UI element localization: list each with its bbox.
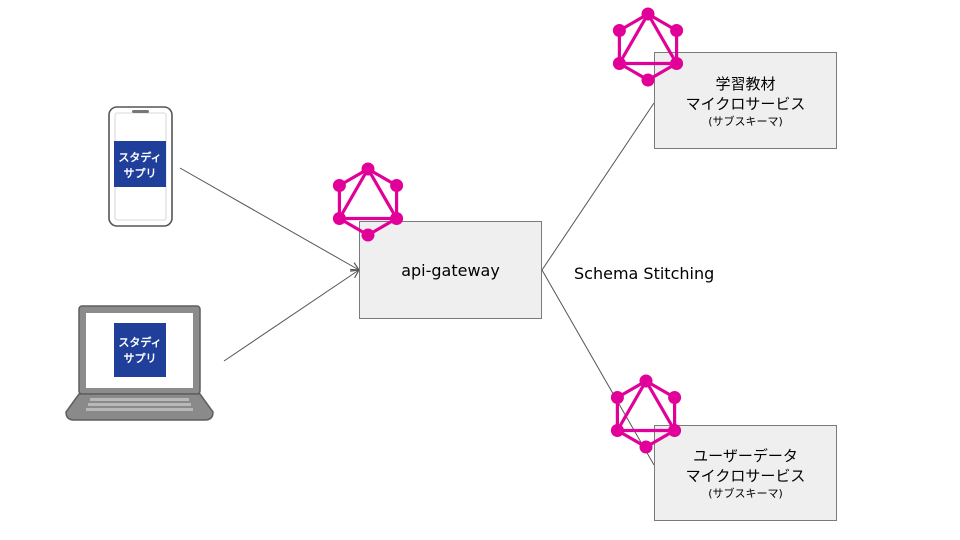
edge-gateway-to-learning (541, 102, 655, 271)
app-logo-line1: スタディ (118, 150, 161, 164)
user-data-service-node: ユーザーデータ マイクロサービス (サブスキーマ) (654, 425, 837, 521)
app-logo-line1: スタディ (118, 335, 161, 349)
learning-service-title: 学習教材 (715, 74, 776, 93)
laptop-icon: スタディ サプリ (65, 305, 214, 421)
schema-stitching-label: Schema Stitching (574, 264, 715, 283)
learning-service-note: (サブスキーマ) (708, 114, 783, 128)
api-gateway-label: api-gateway (401, 260, 500, 280)
app-logo: スタディ サプリ (114, 141, 166, 187)
edge-gateway-to-user (541, 269, 655, 466)
user-service-title: ユーザーデータ (693, 447, 798, 465)
learning-service-subtitle: マイクロサービス (685, 94, 806, 113)
edge-phone-to-gateway (179, 167, 359, 270)
smartphone-icon: スタディ サプリ (108, 106, 173, 227)
app-logo-line2: サプリ (124, 166, 157, 180)
learning-material-service-node: 学習教材 マイクロサービス (サブスキーマ) (654, 52, 837, 149)
app-logo: スタディ サプリ (114, 323, 166, 377)
edge-laptop-to-gateway (223, 270, 359, 362)
app-logo-line2: サプリ (124, 351, 157, 365)
user-service-note: (サブスキーマ) (708, 487, 783, 500)
api-gateway-node: api-gateway (359, 221, 542, 319)
user-service-subtitle: マイクロサービス (685, 467, 806, 485)
